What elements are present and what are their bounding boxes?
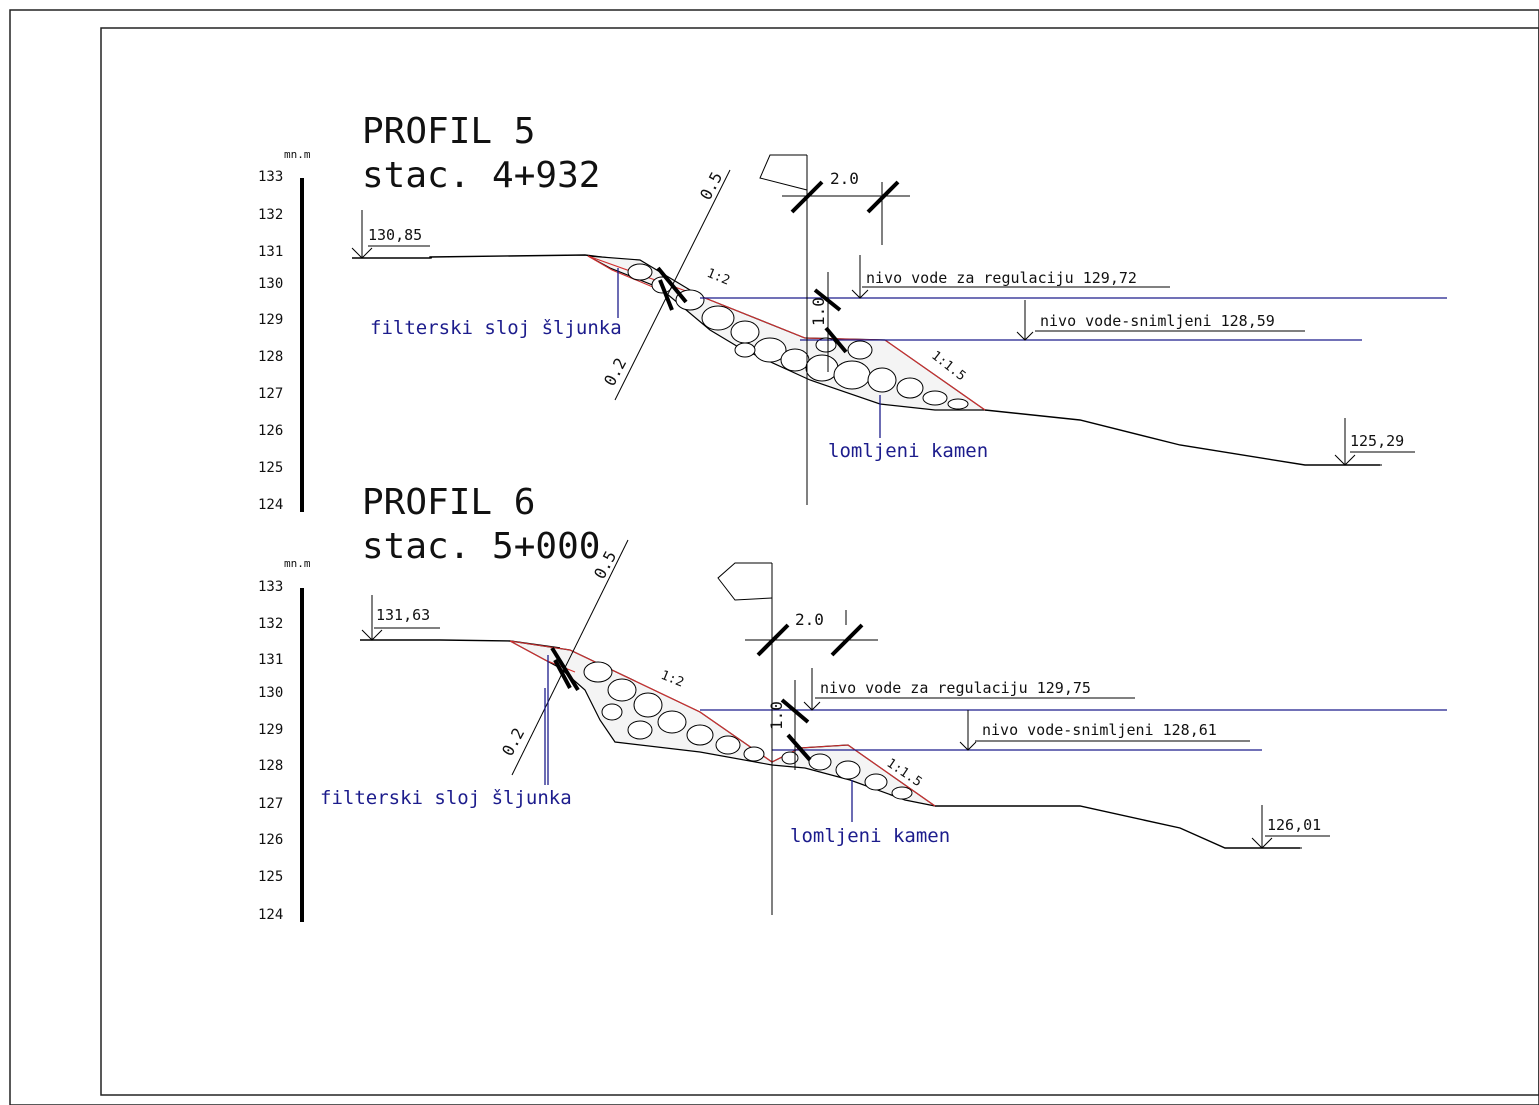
- profile-6: mn.m 133 132 131 130 129 128 127 126 125…: [258, 482, 1447, 923]
- tick-133: 133: [258, 579, 283, 595]
- outer-sheet-frame: [9, 9, 1539, 1105]
- tick-125: 125: [258, 869, 283, 885]
- water-recorded-label: nivo vode-snimljeni 128,61: [982, 721, 1217, 739]
- terrain-right: [935, 805, 1300, 849]
- profile-title: PROFIL 5: [362, 111, 535, 152]
- tick-132: 132: [258, 616, 283, 632]
- tick-126: 126: [258, 832, 283, 848]
- elevation-scale-profile-5: mn.m 133 132 131 130 129 128 127 126 125…: [258, 148, 311, 513]
- tick-131: 131: [258, 244, 283, 260]
- tick-126: 126: [258, 423, 283, 439]
- elevation-marker-left: 131,63: [361, 595, 440, 641]
- tick-131: 131: [258, 652, 283, 668]
- stone-label: lomljeni kamen: [828, 440, 988, 462]
- tick-133: 133: [258, 169, 283, 185]
- slope-upper-label: 1:2: [704, 266, 731, 289]
- filter-layer-label: filterski sloj šljunka: [370, 317, 622, 339]
- stone-fill-pattern: [627, 263, 969, 410]
- filter-layer-outline: [587, 255, 661, 291]
- water-regulation-label: nivo vode za regulaciju 129,75: [820, 679, 1091, 697]
- elevation-left-label: 131,63: [376, 606, 430, 624]
- width-dimension: 2.0: [782, 169, 910, 245]
- water-level-regulation: nivo vode za regulaciju 129,72: [700, 255, 1447, 299]
- elevation-scale-profile-6: mn.m 133 132 131 130 129 128 127 126 125…: [258, 557, 311, 923]
- elevation-marker-left: 130,85: [351, 210, 432, 259]
- station-label: stac. 4+932: [362, 155, 600, 196]
- depth-dimension: 1.0: [809, 272, 848, 372]
- tick-124: 124: [258, 907, 283, 923]
- depth-dimension: 1.0: [767, 680, 812, 770]
- dim-depth-label: 1.0: [809, 297, 828, 326]
- terrain-right: [984, 409, 1380, 466]
- tick-130: 130: [258, 276, 283, 292]
- water-recorded-label: nivo vode-snimljeni 128,59: [1040, 312, 1275, 330]
- inner-drawing-frame: [100, 27, 1539, 1096]
- axis-unit: mn.m: [284, 148, 311, 161]
- tick-129: 129: [258, 722, 283, 738]
- slope-upper-label: 1:2: [658, 668, 685, 691]
- dim-width-label: 2.0: [830, 169, 859, 188]
- tick-128: 128: [258, 758, 283, 774]
- axis-flag: [759, 154, 808, 505]
- profile-title: PROFIL 6: [362, 482, 535, 523]
- axis-unit: mn.m: [284, 557, 311, 570]
- elevation-marker-right: 125,29: [1334, 418, 1415, 466]
- tick-128: 128: [258, 349, 283, 365]
- tick-124: 124: [258, 497, 283, 513]
- elevation-marker-right: 126,01: [1250, 805, 1330, 849]
- tick-125: 125: [258, 460, 283, 476]
- elevation-left-label: 130,85: [368, 226, 422, 244]
- profile-5: mn.m 133 132 131 130 129 128 127 126 125…: [258, 111, 1447, 513]
- elevation-right-label: 125,29: [1350, 432, 1404, 450]
- filter-layer-label: filterski sloj šljunka: [320, 787, 572, 809]
- stone-label: lomljeni kamen: [790, 825, 950, 847]
- water-level-recorded: nivo vode-snimljeni 128,61: [772, 710, 1262, 751]
- water-level-recorded: nivo vode-snimljeni 128,59: [800, 300, 1362, 341]
- station-label: stac. 5+000: [362, 526, 600, 567]
- dim-bottom-label: 0.2: [600, 355, 630, 389]
- water-regulation-label: nivo vode za regulaciju 129,72: [866, 269, 1137, 287]
- width-dimension: 2.0: [745, 610, 878, 657]
- tick-132: 132: [258, 207, 283, 223]
- dim-top-label: 0.5: [696, 169, 726, 203]
- dim-width-label: 2.0: [795, 610, 824, 629]
- axis-flag: [717, 562, 773, 915]
- thickness-dimension: 0.5 0.2: [498, 539, 629, 785]
- tick-127: 127: [258, 796, 283, 812]
- stone-fill-pattern: [583, 661, 913, 800]
- elevation-right-label: 126,01: [1267, 816, 1321, 834]
- water-level-regulation: nivo vode za regulaciju 129,75: [700, 668, 1447, 711]
- tick-127: 127: [258, 386, 283, 402]
- dim-bottom-label: 0.2: [498, 725, 528, 759]
- dim-depth-label: 1.0: [767, 701, 786, 730]
- tick-129: 129: [258, 312, 283, 328]
- tick-130: 130: [258, 685, 283, 701]
